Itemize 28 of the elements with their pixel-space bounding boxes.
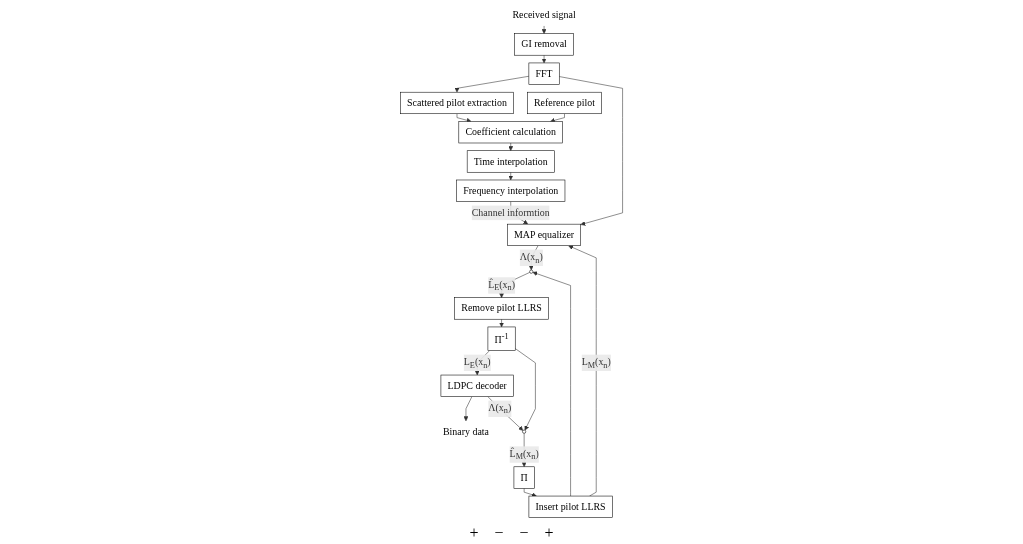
node-box: LDPC decoder xyxy=(440,374,514,397)
edge-label: L̂$_{M}$(x$_{n}$) xyxy=(509,447,539,461)
node-text: Received signal xyxy=(512,9,576,21)
edge-label: Λ(x$_{n}$) xyxy=(519,251,543,265)
node-circle xyxy=(529,269,534,274)
edge-label: L$_{M}$(x$_{n}$) xyxy=(581,356,611,370)
node-box: Remove pilot LLRS xyxy=(454,297,549,320)
node-text: Binary data xyxy=(442,425,490,437)
sign-label: + xyxy=(469,524,479,542)
edge-label: L$_{E}$(x$_{n}$) xyxy=(463,356,491,370)
node-box: Scattered pilot extraction xyxy=(400,91,514,114)
node-box: Reference pilot xyxy=(527,91,602,114)
node-box: Insert pilot LLRS xyxy=(528,495,613,518)
node-box: MAP equalizer xyxy=(507,223,581,246)
node-box: Time interpolation xyxy=(466,150,555,173)
edge-label: Channel informtion xyxy=(471,207,550,219)
node-box: Frequency interpolation xyxy=(456,179,566,202)
node-circle xyxy=(522,429,527,434)
sign-label: + xyxy=(544,524,554,542)
sign-label: − xyxy=(519,524,529,542)
node-box: Coefficient calculation xyxy=(458,121,563,144)
sign-label: − xyxy=(494,524,504,542)
edge-label: L̂$_{E}$(x$_{n}$) xyxy=(488,278,516,292)
edge-label: Λ(x$_{n}$) xyxy=(488,402,512,416)
node-box: Π$^{-1}$ xyxy=(487,326,516,351)
node-box: GI removal xyxy=(514,33,574,56)
node-box: FFT xyxy=(528,62,560,85)
node-box: Π xyxy=(513,466,535,489)
